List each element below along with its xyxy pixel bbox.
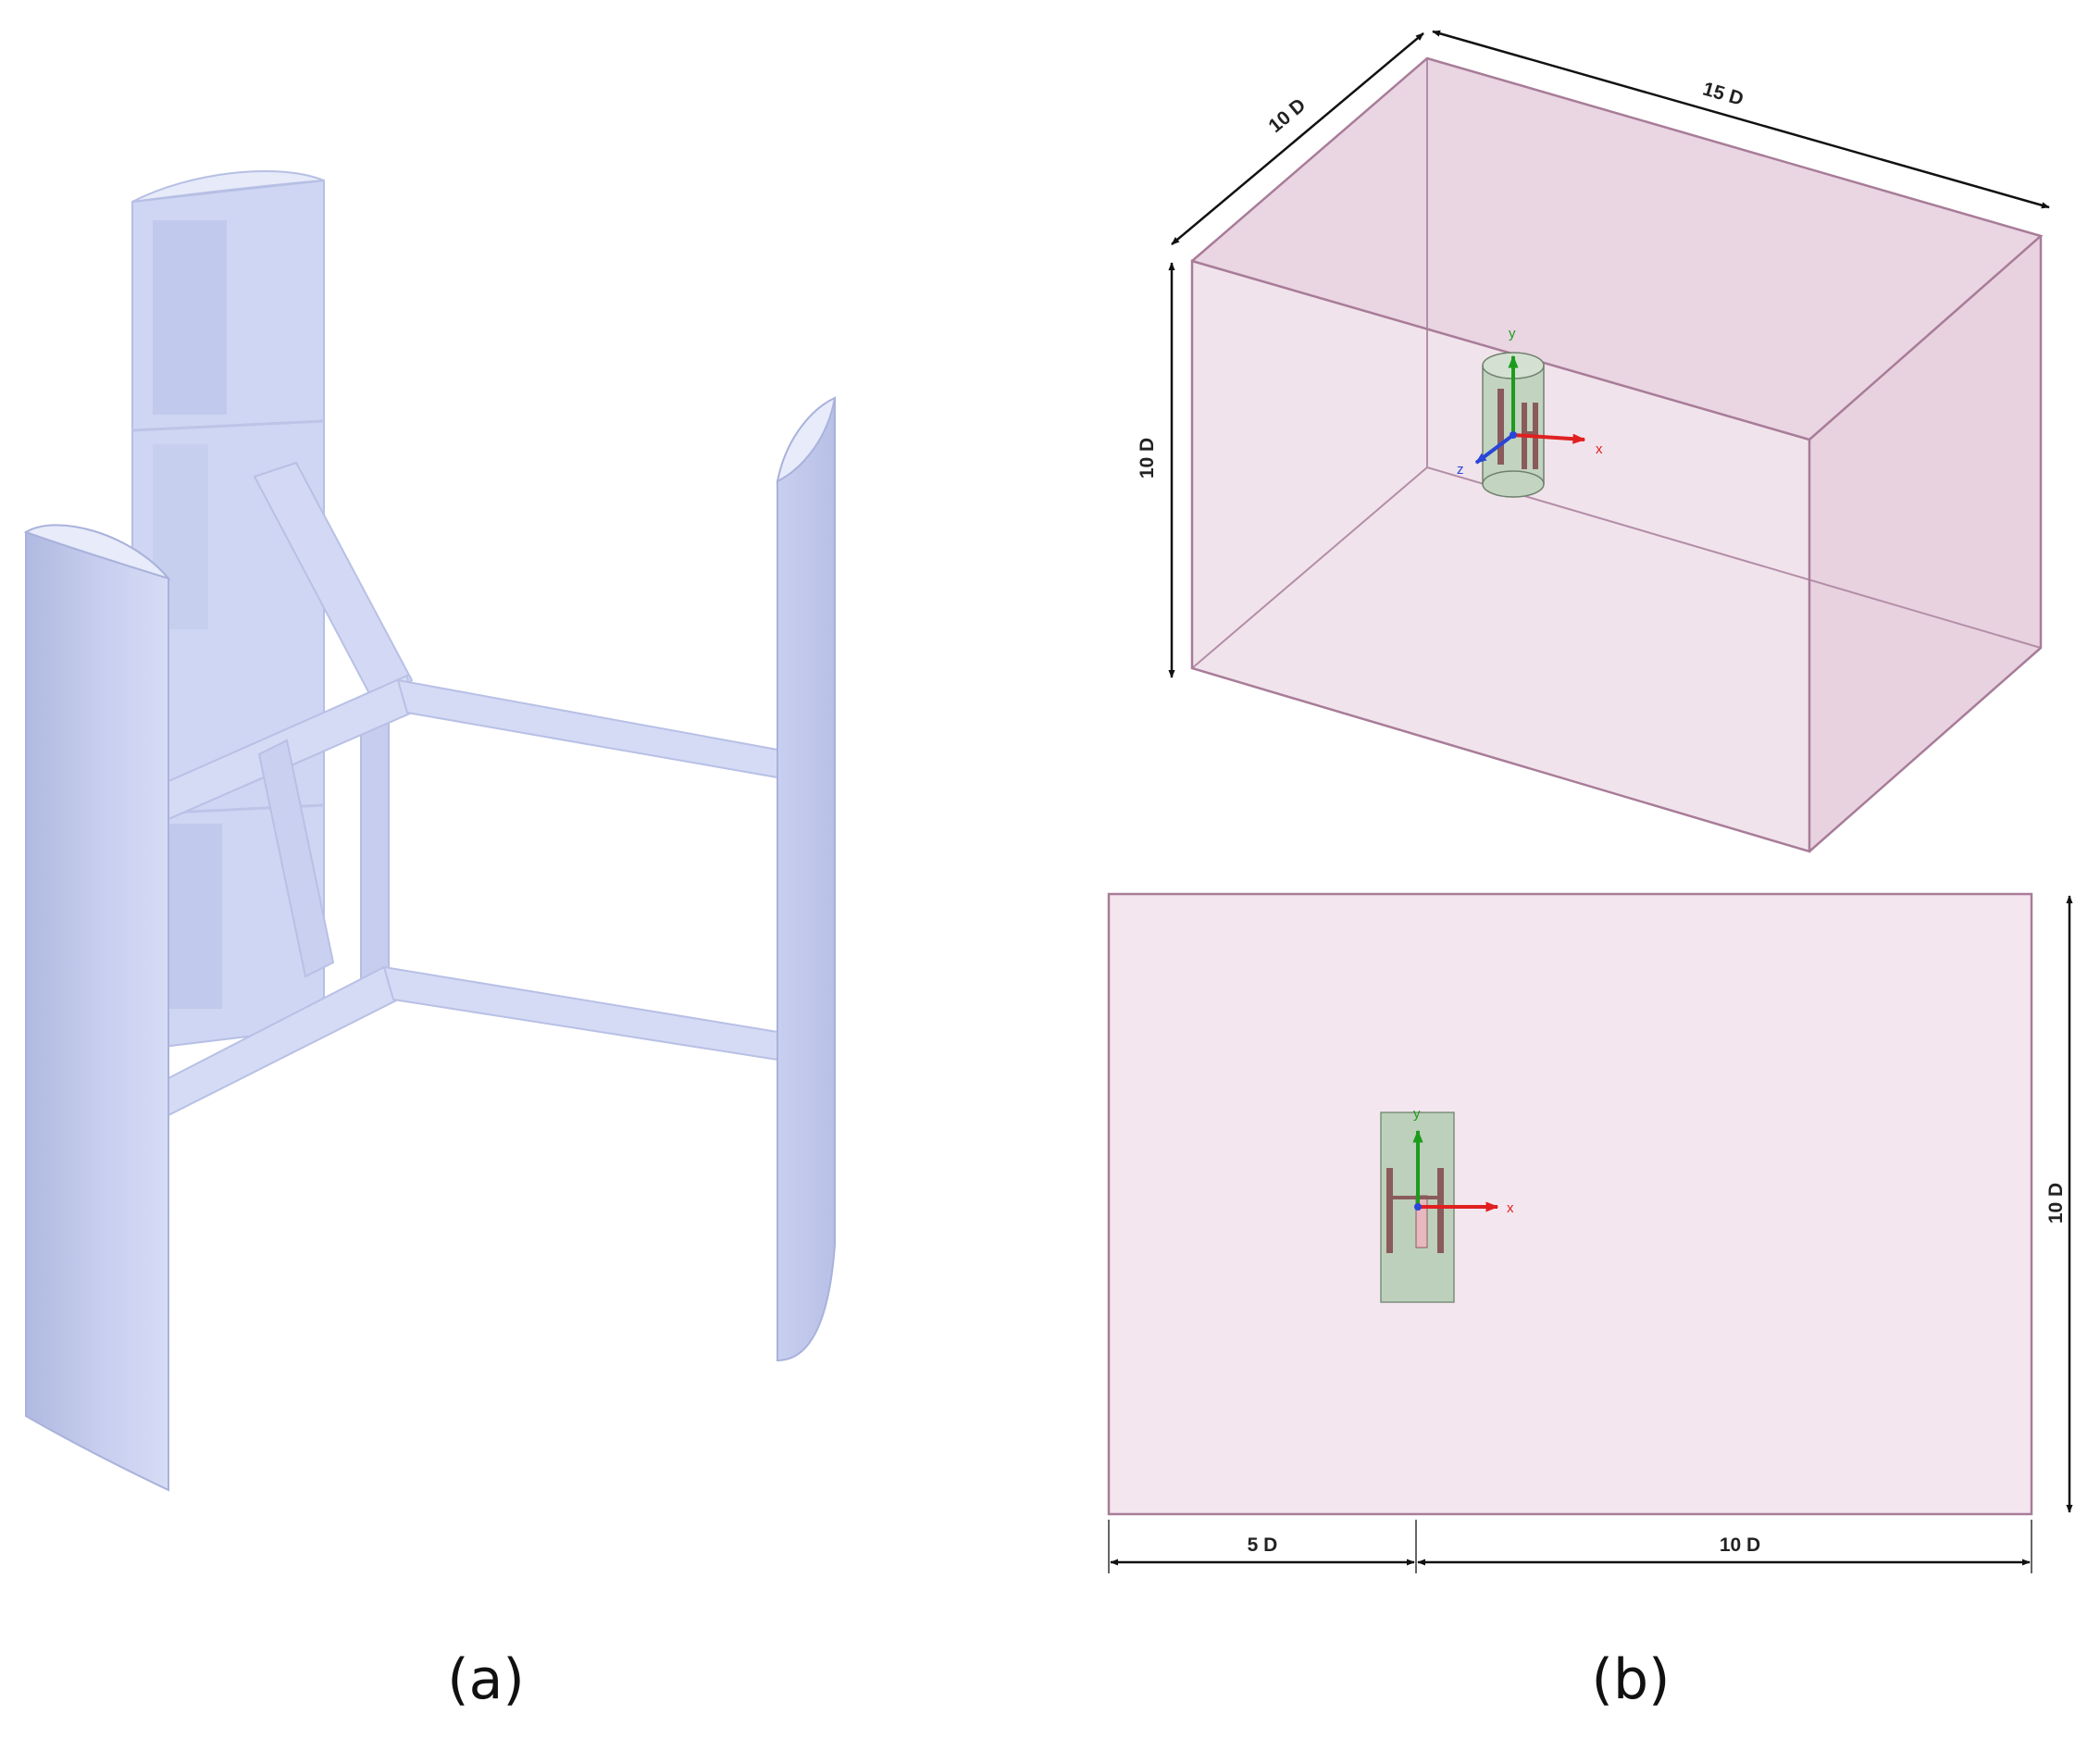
iso-coordinate-axes: y x z: [1457, 326, 1603, 478]
front-coordinate-axes: y x: [1412, 1106, 1514, 1216]
iso-domain-box: [1190, 56, 2044, 853]
back-blade: [131, 169, 325, 1052]
panel-a-caption: (a): [447, 1647, 525, 1712]
front-upstream-label: 5 D: [1248, 1534, 1278, 1556]
front-view-domain: [1107, 892, 2033, 1516]
iso-length-label: 15 D: [1700, 79, 1746, 110]
front-height-label: 10 D: [2045, 1183, 2067, 1224]
panel-b-caption: (b): [1592, 1647, 1671, 1712]
panel-b-domain: y x z 10 D 15 D 10 D y: [1107, 30, 2073, 1573]
panel-a-turbine-model: [23, 169, 837, 1492]
iso-axis-y-label: y: [1509, 326, 1516, 342]
front-axis-x-label: x: [1507, 1200, 1514, 1216]
front-downstream-label: 10 D: [1720, 1534, 1760, 1556]
iso-axis-z-label: z: [1457, 462, 1464, 478]
iso-height-label: 10 D: [1137, 438, 1158, 478]
front-axis-y-label: y: [1413, 1106, 1421, 1122]
hub-shaft: [360, 711, 390, 987]
iso-depth-label: 10 D: [1264, 94, 1310, 137]
right-blade: [776, 396, 837, 1362]
front-left-blade: [23, 524, 171, 1492]
front-dimension-lines: 10 D 5 D 10 D: [1108, 895, 2073, 1573]
iso-axis-x-label: x: [1596, 441, 1603, 457]
upper-arms: [165, 461, 778, 978]
